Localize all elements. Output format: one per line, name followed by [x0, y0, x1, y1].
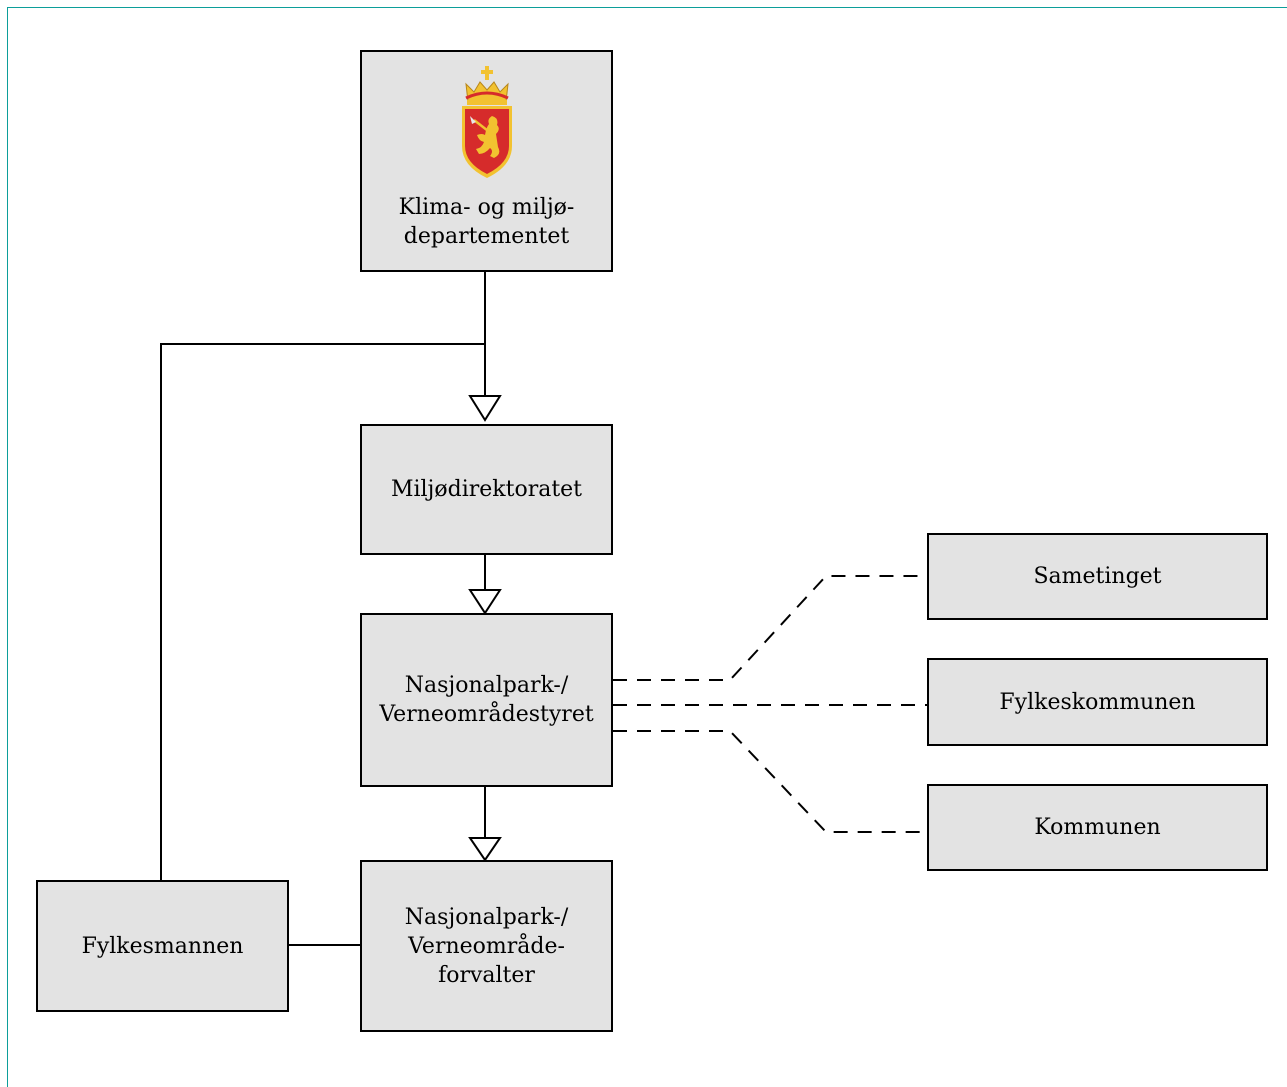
node-label-kld: Klima- og miljø- departementet — [398, 195, 575, 249]
node-fylkesmannen: Fylkesmannen — [36, 880, 289, 1012]
line-kld-to-fylkesmannen — [160, 343, 485, 880]
norwegian-coat-of-arms-icon — [461, 66, 512, 178]
node-label-fylkesmannen: Fylkesmannen — [81, 933, 244, 959]
node-fylkeskommunen: Fylkeskommunen — [927, 658, 1268, 746]
node-label-verneomradeforvalter: Nasjonalpark-/ Verneområde- forvalter — [404, 904, 569, 988]
node-kommunen: Kommunen — [927, 784, 1268, 871]
dashed-line-sametinget — [613, 575, 927, 681]
arrowhead-forvalter — [468, 837, 502, 862]
node-miljodirektoratet: Miljødirektoratet — [360, 424, 613, 555]
node-label-verneomradestyret: Nasjonalpark-/ Verneområdestyret — [379, 673, 594, 727]
node-sametinget: Sametinget — [927, 533, 1268, 620]
node-label-miljodirektoratet: Miljødirektoratet — [390, 477, 583, 502]
node-label-fylkeskommunen: Fylkeskommunen — [999, 689, 1196, 715]
node-label-kommunen: Kommunen — [1034, 815, 1161, 840]
node-label-sametinget: Sametinget — [1033, 564, 1162, 589]
node-kld: Klima- og miljø- departementet — [360, 50, 613, 272]
arrowhead-styret — [468, 589, 502, 615]
page-frame — [7, 7, 1287, 1087]
node-verneomradeforvalter: Nasjonalpark-/ Verneområde- forvalter — [360, 860, 613, 1032]
dashed-line-kommunen — [613, 730, 927, 833]
node-verneomradestyret: Nasjonalpark-/ Verneområdestyret — [360, 613, 613, 787]
arrowhead-miljodir — [468, 395, 502, 422]
